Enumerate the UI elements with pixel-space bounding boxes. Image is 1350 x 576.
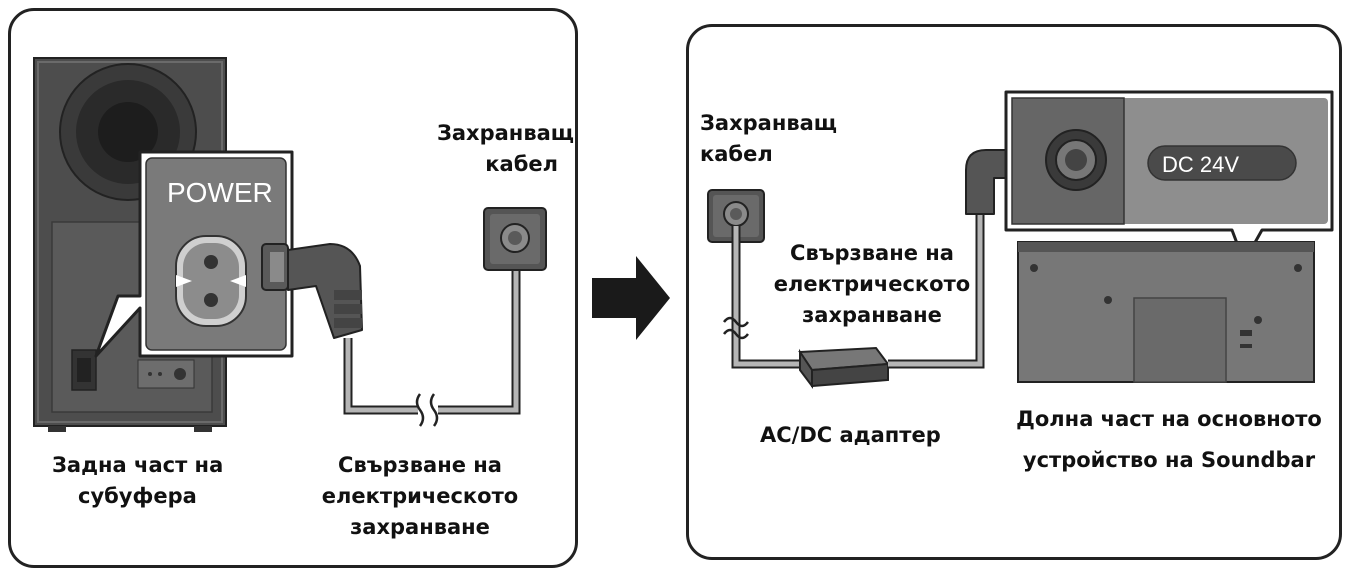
power-callout xyxy=(94,150,294,358)
soundbar-bottom-label: Долна част на основното устройство на So… xyxy=(1016,407,1322,472)
connect-power-label-right: Свързване на електрическото захранване xyxy=(773,241,971,327)
power-label: POWER xyxy=(167,177,273,208)
arrow-next-icon xyxy=(592,256,670,340)
subwoofer-back-label: Задна част на субуфера xyxy=(52,453,224,508)
subwoofer-back xyxy=(33,57,227,432)
power-cord-label-left: Захранващ кабел xyxy=(436,121,574,176)
power-switch xyxy=(71,349,97,391)
ac-dc-adapter xyxy=(798,346,890,389)
connect-power-label-left: Свързване на електрическото захранване xyxy=(321,453,519,539)
dc-label-text: DC 24V xyxy=(1162,152,1239,177)
ac-cable xyxy=(723,226,806,369)
adapter-label: AC/DC адаптер xyxy=(760,423,941,447)
power-cord-left xyxy=(261,207,547,427)
soundbar-callout: DC 24V xyxy=(1004,90,1334,264)
soundbar-bottom xyxy=(1017,241,1315,383)
power-cord-label-right: Захранващ кабел xyxy=(700,111,838,166)
right-panel xyxy=(686,24,1342,560)
dc-label-badge xyxy=(1147,145,1297,181)
